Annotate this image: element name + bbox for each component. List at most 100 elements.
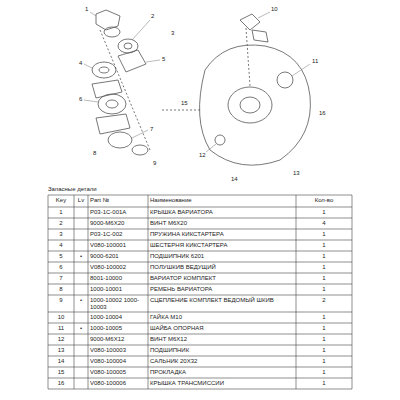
table-cell: 1: [298, 231, 350, 238]
table-cell: 12: [50, 336, 72, 343]
table-header: Кол-во: [298, 197, 350, 204]
table-rule: [48, 273, 352, 274]
table-cell: 13: [50, 347, 72, 354]
callout-number: 8: [92, 150, 97, 156]
table-cell: ПОДШИПНИК 6201: [150, 253, 294, 260]
table-cell: СЦЕПЛЕНИЕ КОМПЛЕКТ ВЕДОМЫЙ ШКИВ: [150, 297, 294, 304]
callout-number: 9: [152, 160, 157, 166]
callout-number: 6: [78, 96, 83, 102]
table-cell: 1000-10004: [90, 314, 146, 321]
table-title: Запасные детали: [48, 186, 97, 192]
table-cell: ВИНТ М6Х20: [150, 220, 294, 227]
table-cell: 1: [298, 314, 350, 321]
table-cell: 1000-10005: [90, 325, 146, 332]
table-rule: [48, 207, 352, 208]
table-cell: 1: [298, 380, 350, 387]
table-rule: [148, 195, 149, 389]
table-rule: [48, 218, 352, 219]
callout-number: 4: [78, 60, 83, 66]
table-rule: [48, 229, 352, 230]
table-rule: [88, 195, 89, 389]
table-cell: САЛЬНИК 20Х32: [150, 358, 294, 365]
table-rule: [48, 195, 352, 196]
table-rule: [48, 284, 352, 285]
table-cell: ПОДШИПНИК: [150, 347, 294, 354]
table-cell: 4: [50, 242, 72, 249]
table-cell: 1: [298, 253, 350, 260]
table-header: Lv: [76, 197, 86, 204]
table-cell: V080-100004: [90, 358, 146, 365]
table-rule: [48, 367, 352, 368]
table-cell: 1: [298, 264, 350, 271]
table-cell: V080-100001: [90, 242, 146, 249]
table-cell: 4: [298, 220, 350, 227]
table-cell: 2: [298, 297, 350, 304]
table-header: Part №: [90, 197, 146, 204]
table-cell: •: [76, 253, 86, 260]
table-cell: ГАЙКА М10: [150, 314, 294, 321]
table-header: Key: [50, 197, 72, 204]
exploded-view: [0, 0, 400, 200]
table-cell: 1000-10001: [90, 286, 146, 293]
table-cell: 14: [50, 358, 72, 365]
table-rule: [48, 323, 352, 324]
callout-number: 10: [270, 6, 279, 12]
callout-number: 13: [292, 170, 301, 176]
callout-number: 12: [198, 152, 207, 158]
table-rule: [48, 195, 49, 389]
table-cell: ВАРИАТОР КОМПЛЕКТ: [150, 275, 294, 282]
callout-number: 11: [311, 58, 319, 64]
table-rule: [48, 389, 352, 390]
table-cell: 1: [298, 242, 350, 249]
table-cell: 1: [298, 286, 350, 293]
table-rule: [48, 262, 352, 263]
table-rule: [296, 195, 297, 389]
callout-number: 15: [180, 100, 189, 106]
table-cell: КРЫШКА ТРАНСМИССИИ: [150, 380, 294, 387]
table-cell: 15: [50, 369, 72, 376]
table-cell: P03-1C-002: [90, 231, 146, 238]
callout-number: 7: [149, 126, 154, 132]
table-rule: [48, 240, 352, 241]
table-cell: V080-100005: [90, 369, 146, 376]
table-cell: V080-100003: [90, 347, 146, 354]
callout-number: 16: [318, 110, 327, 116]
callout-number: 5: [161, 56, 166, 62]
table-cell: 1: [298, 369, 350, 376]
table-cell: 9000-M6X20: [90, 220, 146, 227]
table-rule: [48, 295, 352, 296]
table-cell: ШЕСТЕРНЯ КИКСТАРТЕРА: [150, 242, 294, 249]
table-cell: 16: [50, 380, 72, 387]
table-cell: 1: [298, 358, 350, 365]
table-cell: 6: [50, 264, 72, 271]
callout-number: 14: [230, 176, 239, 182]
callout-number: 2: [150, 13, 155, 19]
table-cell: ВИНТ М6Х12: [150, 336, 294, 343]
table-cell: 1: [298, 347, 350, 354]
table-cell: 9: [50, 297, 72, 304]
table-cell: РЕМЕНЬ ВАРИАТОРА: [150, 286, 294, 293]
table-cell: КРЫШКА ВАРИАТОРА: [150, 209, 294, 216]
table-cell: ПРОКЛАДКА: [150, 369, 294, 376]
table-cell: 10: [50, 314, 72, 321]
table-cell: ПОЛУШКИВ ВЕДУЩИЙ: [150, 264, 294, 271]
table-rule: [352, 195, 353, 389]
table-rule: [48, 378, 352, 379]
table-header: Наименование: [150, 197, 294, 204]
table-rule: [48, 334, 352, 335]
table-cell: 1: [298, 336, 350, 343]
table-cell: 8: [50, 286, 72, 293]
table-cell: 11: [50, 325, 72, 332]
table-rule: [74, 195, 75, 389]
table-cell: 1: [298, 275, 350, 282]
table-rule: [48, 345, 352, 346]
table-rule: [48, 356, 352, 357]
table-cell: 7: [50, 275, 72, 282]
table-cell: •: [76, 325, 86, 332]
table-cell: •: [76, 297, 86, 304]
table-cell: V080-100006: [90, 380, 146, 387]
callout-number: 1: [84, 6, 89, 12]
table-cell: P03-1C-001A: [90, 209, 146, 216]
table-cell: 2: [50, 220, 72, 227]
table-cell: ШАЙБА ОПОРНАЯ: [150, 325, 294, 332]
